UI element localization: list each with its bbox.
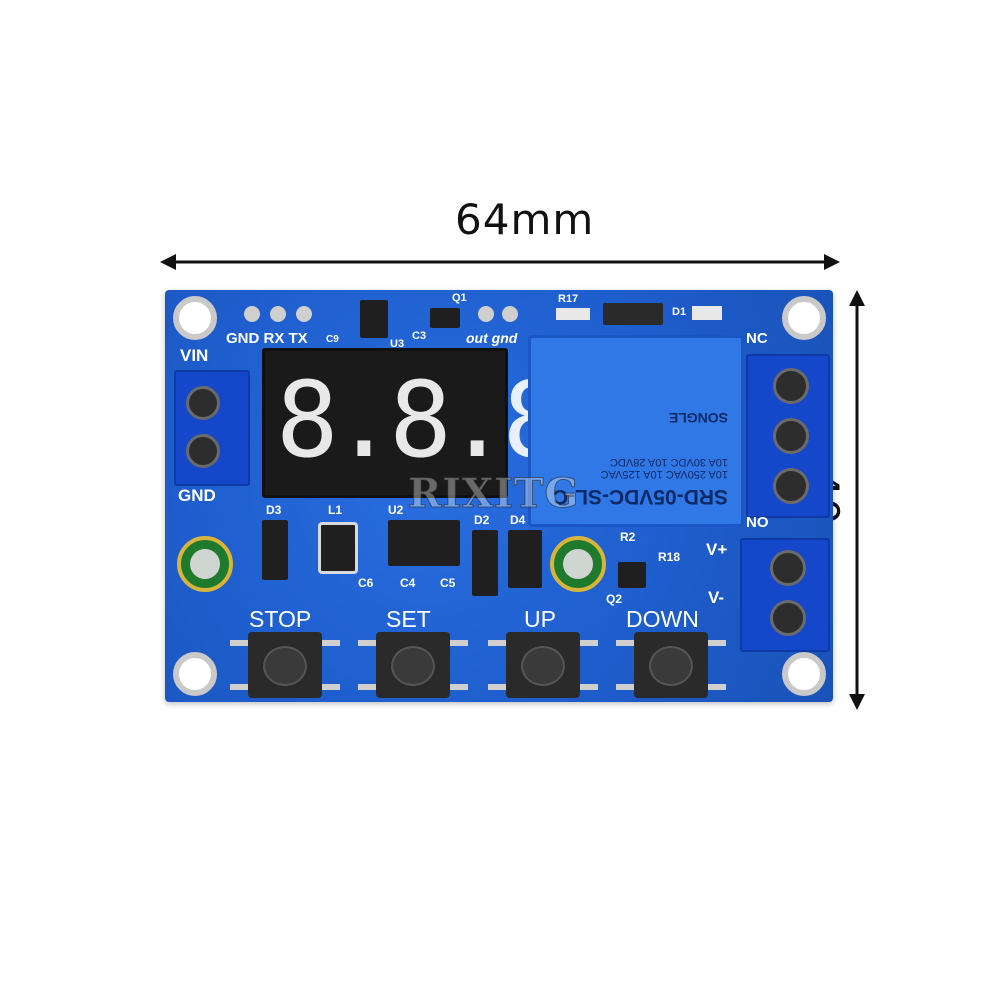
transistor-q2 xyxy=(618,562,646,588)
height-dimension-arrow xyxy=(849,290,865,710)
diode-ss34 xyxy=(603,303,663,325)
gnd-screw xyxy=(186,434,220,468)
uart-label: GND RX TX xyxy=(226,330,308,347)
vin-terminal-block xyxy=(174,370,250,486)
gnd-pad xyxy=(502,306,518,322)
down-button-cap xyxy=(649,646,693,686)
mounting-hole-top-right xyxy=(782,296,826,340)
c9-label: C9 xyxy=(326,334,339,345)
d3-label: D3 xyxy=(266,503,282,517)
resistor-r17 xyxy=(556,308,590,320)
relay xyxy=(528,335,744,527)
q1-label: Q1 xyxy=(452,292,467,304)
width-dimension-label: 64mm xyxy=(455,195,595,244)
c4-label: C4 xyxy=(400,576,416,590)
uart-pad-gnd xyxy=(244,306,260,322)
c3-label: C3 xyxy=(412,330,427,342)
set-button-cap xyxy=(391,646,435,686)
led-d1 xyxy=(692,306,722,320)
nc-label: NC xyxy=(746,330,768,347)
q2-label: Q2 xyxy=(606,592,623,606)
out-gnd-label: out gnd xyxy=(466,330,518,346)
r18-label: R18 xyxy=(658,550,681,564)
r17-label: R17 xyxy=(558,293,579,305)
diode-d4 xyxy=(508,530,542,588)
c5-label: C5 xyxy=(440,576,456,590)
relay-rating-2: 10A 30VDC 10A 28VDC xyxy=(609,456,728,468)
vminus-label: V- xyxy=(708,588,725,607)
uart-pad-rx xyxy=(270,306,286,322)
u2-label: U2 xyxy=(388,503,404,517)
display-digits: 8.8.8 xyxy=(276,359,565,481)
set-button[interactable] xyxy=(358,632,468,698)
mounting-hole-top-left xyxy=(173,296,217,340)
c6-label: C6 xyxy=(358,576,374,590)
microcontroller-u2 xyxy=(388,520,460,566)
set-label: SET xyxy=(386,606,431,632)
d1-label: D1 xyxy=(672,306,687,318)
diode-d2 xyxy=(472,530,498,596)
seven-segment-display xyxy=(262,348,508,498)
vin-label: VIN xyxy=(180,346,209,365)
vminus-screw xyxy=(770,600,806,636)
stop-button-cap xyxy=(263,646,307,686)
vplus-screw xyxy=(770,550,806,586)
com-screw xyxy=(773,418,809,454)
no-screw xyxy=(773,468,809,504)
capacitor-left-top xyxy=(190,549,220,579)
inductor-l1 xyxy=(318,522,358,574)
nc-screw xyxy=(773,368,809,404)
uart-pad-tx xyxy=(296,306,312,322)
l1-label: L1 xyxy=(328,503,343,517)
vplus-label: V+ xyxy=(706,540,728,559)
watermark: RIXITG xyxy=(408,470,580,518)
up-button-cap xyxy=(521,646,565,686)
capacitor-right-top xyxy=(563,549,593,579)
relay-brand: SONGLE xyxy=(668,410,728,426)
down-label: DOWN xyxy=(626,606,699,632)
out-pad xyxy=(478,306,494,322)
u3-label: U3 xyxy=(390,338,405,350)
down-button[interactable] xyxy=(616,632,726,698)
no-label: NO xyxy=(746,514,769,531)
up-button[interactable] xyxy=(488,632,598,698)
d4-label: D4 xyxy=(510,513,526,527)
stop-label: STOP xyxy=(249,606,312,632)
mounting-hole-bottom-right xyxy=(782,652,826,696)
r2-label: R2 xyxy=(620,530,636,544)
diode-d3 xyxy=(262,520,288,580)
mounting-hole-bottom-left xyxy=(173,652,217,696)
up-label: UP xyxy=(524,606,556,632)
regulator-u3 xyxy=(360,300,388,338)
vin-screw xyxy=(186,386,220,420)
stop-button[interactable] xyxy=(230,632,340,698)
width-dimension-arrow xyxy=(160,254,840,270)
transistor-q1 xyxy=(430,308,460,328)
d2-label: D2 xyxy=(474,513,490,527)
gnd-label: GND xyxy=(178,486,216,505)
